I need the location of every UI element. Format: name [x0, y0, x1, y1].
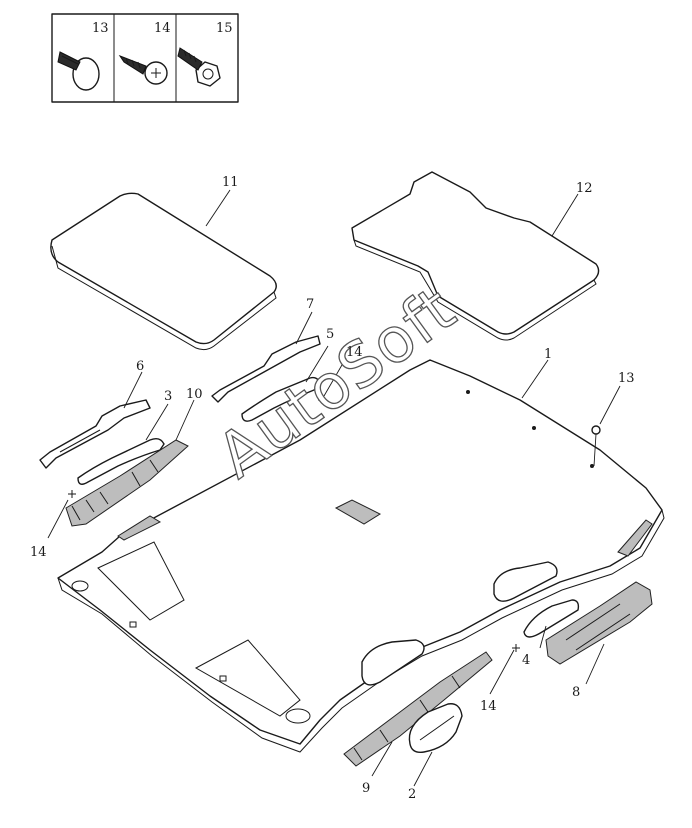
legend-label-14: 14: [154, 21, 171, 36]
panel-12: [351, 171, 600, 341]
bracket-6: [39, 399, 151, 469]
callouts: 1 2 3 4 5 6 7 8 9 10 11 12 13 14 14 14: [30, 175, 635, 802]
callout-2: 2: [408, 787, 416, 802]
panel-11: [50, 192, 277, 351]
callout-8: 8: [572, 685, 580, 700]
callout-11: 11: [222, 175, 239, 190]
trim-10: [65, 439, 189, 527]
callout-14a: 14: [346, 345, 363, 360]
callout-12: 12: [576, 181, 593, 196]
push-clip-icon: [57, 51, 100, 91]
callout-13: 13: [618, 371, 635, 386]
screw-markers: [68, 396, 601, 652]
callout-14b: 14: [30, 545, 47, 560]
callout-1: 1: [544, 347, 552, 362]
bracket-8: [545, 581, 653, 665]
fastener-legend: 13 14 15: [51, 13, 239, 103]
callout-5: 5: [326, 327, 334, 342]
callout-10: 10: [186, 387, 203, 402]
callout-7: 7: [306, 297, 314, 312]
handle-2: [408, 703, 463, 754]
callout-6: 6: [136, 359, 144, 374]
callout-3: 3: [164, 389, 172, 404]
callout-4: 4: [522, 653, 530, 668]
bolt-icon: [177, 47, 221, 87]
leader-lines: [47, 189, 621, 787]
grab-handle-3: [77, 437, 165, 485]
screw-icon: [118, 54, 168, 85]
grab-handle-5: [241, 376, 321, 422]
trim-9: [343, 651, 493, 767]
callout-14c: 14: [480, 699, 497, 714]
legend-label-15: 15: [216, 21, 233, 36]
headliner-1: [57, 359, 665, 753]
callout-9: 9: [362, 781, 370, 796]
legend-label-13: 13: [92, 21, 109, 36]
bracket-7: [211, 335, 321, 403]
grab-handle-4: [523, 599, 580, 638]
